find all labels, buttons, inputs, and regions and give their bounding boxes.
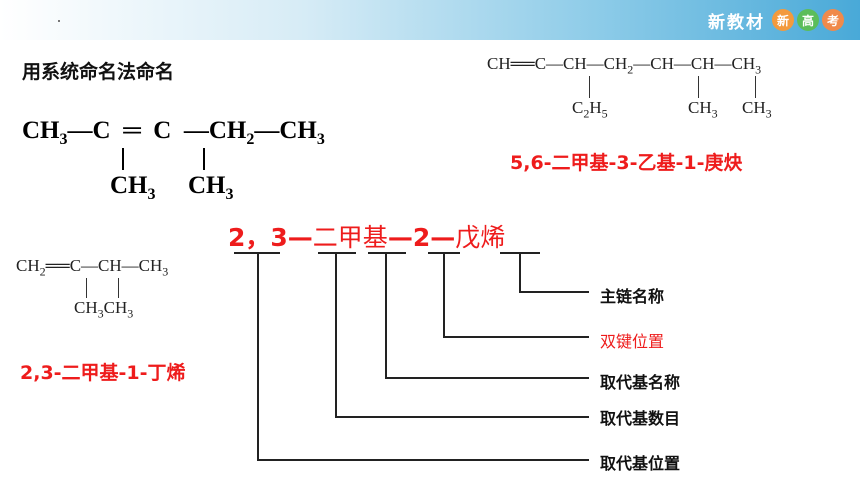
- left-chain-b-sub: 3: [162, 264, 169, 279]
- right-chain-end-sub: 3: [755, 62, 762, 77]
- left-branches: CH3CH3: [74, 298, 133, 321]
- right-sub-a-5: 5: [601, 106, 608, 121]
- right-sub-b: CH: [688, 98, 712, 117]
- right-sub-c-sub: 3: [765, 106, 772, 121]
- connector-double-bond-h: [443, 336, 589, 338]
- brand-badge-xin: 新: [772, 9, 794, 31]
- right-chain-a: CH══C—CH—CH: [487, 54, 628, 73]
- connector-sub-name-h: [385, 377, 589, 379]
- left-branch-b: CH: [103, 298, 128, 317]
- label-substituent-name: 取代基名称: [600, 373, 681, 392]
- label-substituent-count: 取代基数目: [600, 409, 681, 428]
- left-branch-a-sub: 3: [97, 306, 104, 321]
- center-compound-name: 2，3—二甲基—2—戊烯: [228, 218, 505, 254]
- main-sub-2: 2: [246, 131, 255, 148]
- main-branch-2-label: CH: [188, 172, 226, 199]
- connector-positions-v: [257, 252, 259, 460]
- main-branch-1-label: CH: [110, 172, 148, 199]
- right-sub-a-h: H: [589, 98, 602, 117]
- right-sub-b-sub: 3: [711, 106, 718, 121]
- brand-badge-kao: 考: [822, 9, 844, 31]
- connector-count-v: [335, 252, 337, 417]
- right-chain-b: —CH—CH—CH: [633, 54, 756, 73]
- connector-double-bond-v: [443, 252, 445, 337]
- underline-sub-name: [368, 252, 406, 254]
- left-chain-a: CH: [16, 256, 40, 275]
- right-formula-name: 5,6-二甲基-3-乙基-1-庚炔: [510, 152, 743, 174]
- main-branch-ch3-1: CH3: [110, 172, 156, 204]
- main-sub-3: 3: [59, 131, 68, 148]
- left-branch-b-sub: 3: [127, 306, 134, 321]
- connector-count-h: [335, 416, 589, 418]
- name-double-bond-pos: —2—: [387, 223, 456, 252]
- main-c2: C: [153, 117, 172, 144]
- name-substituent: 二甲基: [312, 223, 388, 252]
- left-branch-a: CH: [74, 298, 98, 317]
- main-sub-3b: 3: [316, 131, 325, 148]
- left-bond-a: [86, 278, 87, 298]
- right-bond-c: [755, 76, 756, 98]
- name-positions: 2，3—: [228, 223, 313, 252]
- left-chain-b: ══C—CH—CH: [45, 256, 163, 275]
- connector-main-chain-h: [519, 291, 589, 293]
- right-sub-c: CH: [742, 98, 766, 117]
- left-bond-b: [118, 278, 119, 298]
- main-ch3-right: CH: [279, 117, 317, 144]
- brand-logo: 新教材 新 高 考: [708, 8, 844, 33]
- label-double-bond-position: 双键位置: [600, 332, 665, 351]
- right-sub-ch3-1: CH3: [688, 98, 718, 121]
- main-ch2: CH: [208, 117, 247, 144]
- main-branch-1-sub: 3: [147, 186, 156, 203]
- left-formula-chain: CH2══C—CH—CH3: [16, 256, 168, 279]
- right-sub-c2h5: C2H5: [572, 98, 608, 121]
- main-branch-bond-1: [122, 148, 124, 170]
- right-formula-chain: CH══C—CH—CH2—CH—CH—CH3: [487, 54, 761, 77]
- right-bond-a: [589, 76, 590, 98]
- connector-sub-name-v: [385, 252, 387, 378]
- header-bar: 新教材 新 高 考: [0, 0, 860, 40]
- brand-badge-gao: 高: [797, 9, 819, 31]
- main-branch-bond-2: [203, 148, 205, 170]
- right-sub-ch3-2: CH3: [742, 98, 772, 121]
- label-substituent-position: 取代基位置: [600, 454, 681, 473]
- connector-main-chain-v: [519, 252, 521, 292]
- left-formula-name: 2,3-二甲基-1-丁烯: [20, 362, 186, 384]
- name-main-chain: 戊烯: [455, 223, 506, 252]
- header-dot: [58, 20, 60, 22]
- brand-text: 新教材: [708, 12, 765, 33]
- left-chain-a-sub: 2: [39, 264, 46, 279]
- main-branch-2-sub: 3: [225, 186, 234, 203]
- right-bond-b: [698, 76, 699, 98]
- main-ch3-left: CH: [22, 117, 60, 144]
- main-formula-chain: CH3—C ═ C —CH2—CH3: [22, 117, 325, 148]
- label-main-chain: 主链名称: [600, 287, 665, 306]
- right-sub-a-2: 2: [583, 106, 590, 121]
- main-c1: C: [92, 117, 111, 144]
- connector-positions-h: [257, 459, 589, 461]
- right-sub-a-c: C: [572, 98, 584, 117]
- right-chain-sub: 2: [627, 62, 634, 77]
- main-branch-ch3-2: CH3: [188, 172, 234, 204]
- underline-count: [318, 252, 356, 254]
- page-title: 用系统命名法命名: [22, 61, 175, 83]
- main-double-bond: ═: [123, 117, 141, 144]
